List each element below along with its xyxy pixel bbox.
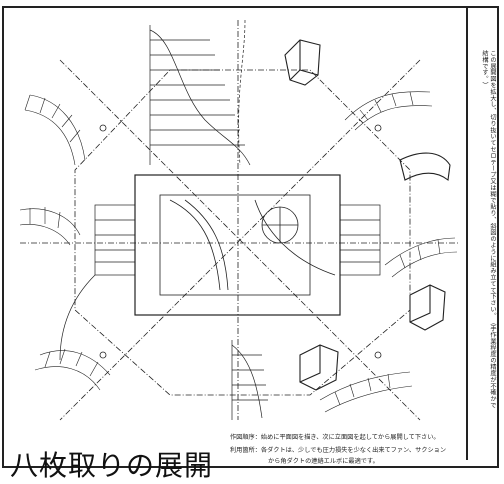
development-drawing [19, 19, 460, 421]
page-title: 八枚取りの展開 [10, 448, 214, 482]
central-plan [134, 174, 341, 316]
fan-development-left [19, 207, 81, 246]
fan-development-right [384, 237, 458, 278]
left-elevation [59, 204, 136, 361]
octagon-outline [74, 69, 411, 396]
drawing-sheet: この展開図を拡大し、切り抜いてセロテープ又は糊で貼り、斜図のように組み立てて下さ… [2, 6, 499, 482]
fan-development-bottom-right [319, 371, 413, 413]
side-note-panel [466, 8, 499, 460]
procedure-note: 作図順序：始めに平面図を描き、次に立面図を起してから展開して下さい。 [230, 434, 440, 441]
isometric-elbow-bottom [299, 344, 339, 391]
fan-development-top-left [24, 94, 86, 166]
usage-note: 利用箇所：各ダクトは、少しでも圧力損失を少なく出来てファン、サクション [230, 447, 447, 454]
fan-development-top-right [344, 91, 433, 131]
top-elevation [149, 19, 251, 166]
side-instruction-note: この展開図を拡大し、切り抜いてセロテープ又は糊で貼り、斜図のように組み立てて下さ… [481, 50, 496, 409]
bottom-elevation [231, 340, 268, 420]
isometric-elbow-top [284, 39, 321, 86]
sheet-border [2, 6, 499, 468]
usage-note-continued: から角ダクトの連絡エルボに最適です。 [268, 458, 379, 465]
isometric-elbow-right-1 [399, 152, 451, 182]
right-elevation [339, 204, 381, 276]
central-elbow-curves [169, 199, 336, 291]
isometric-elbow-right-2 [409, 284, 446, 331]
fan-development-bottom-left [34, 348, 111, 391]
